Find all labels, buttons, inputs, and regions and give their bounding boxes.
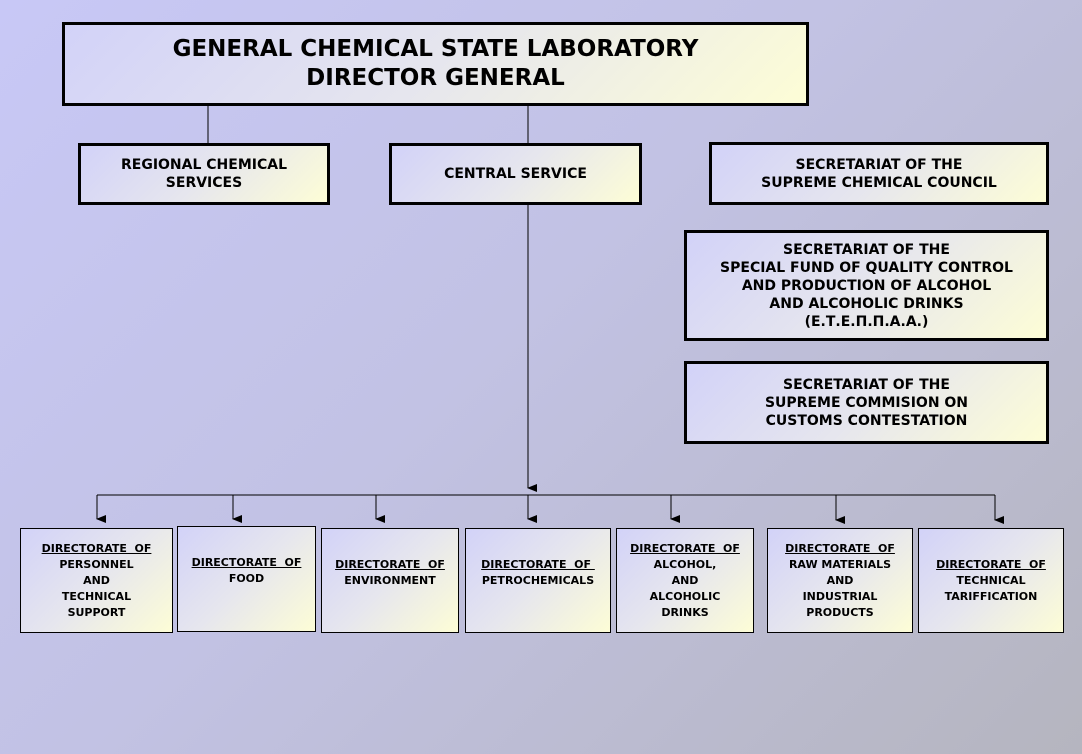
directorate-label: TECHNICAL TARIFFICATION xyxy=(945,573,1038,605)
label-line: DIRECTOR GENERAL xyxy=(306,65,565,91)
label-line: PRODUCTS xyxy=(806,606,874,619)
label-line: SUPREME CHEMICAL COUNCIL xyxy=(761,174,997,191)
director-general-box: GENERAL CHEMICAL STATE LABORATORY DIRECTO… xyxy=(62,22,809,106)
label-line: (Ε.Τ.Ε.Π.Π.Α.Α.) xyxy=(804,313,929,330)
label-line: INDUSTRIAL xyxy=(802,590,878,603)
label-line: SPECIAL FUND OF QUALITY CONTROL xyxy=(720,259,1013,276)
label-line: CENTRAL SERVICE xyxy=(444,166,587,182)
label-line: SERVICES xyxy=(165,175,243,191)
directorate-petrochemicals-box: DIRECTORATE OF PETROCHEMICALS xyxy=(465,528,611,633)
label-line: PETROCHEMICALS xyxy=(481,574,595,587)
label-line: AND ALCOHOLIC DRINKS xyxy=(769,295,964,312)
directorate-header: DIRECTORATE OF xyxy=(41,542,152,555)
label-line: TECHNICAL xyxy=(61,590,132,603)
directorate-header: DIRECTORATE OF xyxy=(785,542,895,555)
label-line: SUPREME COMMISION ON xyxy=(764,394,969,411)
directorate-environment-box: DIRECTORATE OF ENVIRONMENT xyxy=(321,528,459,633)
directorate-header: DIRECTORATE OF xyxy=(481,558,595,571)
label-line: GENERAL CHEMICAL STATE LABORATORY xyxy=(172,36,699,62)
regional-chemical-services-box: REGIONAL CHEMICAL SERVICES xyxy=(78,143,330,205)
label-line: ALCOHOLIC xyxy=(649,590,721,603)
directorate-header: DIRECTORATE OF xyxy=(630,542,740,555)
directorate-raw-materials-box: DIRECTORATE OF RAW MATERIALS AND INDUSTRIA… xyxy=(767,528,913,633)
label-line: TECHNICAL xyxy=(956,574,1026,587)
label-line: TARIFFICATION xyxy=(944,590,1038,603)
directorate-header: DIRECTORATE OF xyxy=(191,556,302,569)
directorate-food-box: DIRECTORATE OF FOOD xyxy=(177,526,316,632)
directorate-label: FOOD xyxy=(229,571,264,587)
directorate-label: PERSONNEL AND TECHNICAL SUPPORT xyxy=(59,557,133,621)
directorate-label: RAW MATERIALS AND INDUSTRIAL PRODUCTS xyxy=(789,557,891,621)
directorate-header: DIRECTORATE OF xyxy=(335,558,445,571)
directorate-header: DIRECTORATE OF xyxy=(936,558,1046,571)
label-line: RAW MATERIALS xyxy=(788,558,892,571)
label-line: SUPPORT xyxy=(67,606,126,619)
label-line: AND PRODUCTION OF ALCOHOL xyxy=(741,277,992,294)
directorate-label: PETROCHEMICALS xyxy=(482,573,594,589)
regional-label: REGIONAL CHEMICAL SERVICES xyxy=(121,156,287,192)
label-line: AND xyxy=(671,574,699,587)
label-line: CUSTOMS CONTESTATION xyxy=(765,412,968,429)
label-line: ENVIRONMENT xyxy=(344,574,436,587)
director-general-title: GENERAL CHEMICAL STATE LABORATORY DIRECTO… xyxy=(173,35,699,93)
label-line: SECRETARIAT OF THE xyxy=(783,241,950,258)
directorate-personnel-box: DIRECTORATE OF PERSONNEL AND TECHNICAL SUPP… xyxy=(20,528,173,633)
label-line: SECRETARIAT OF THE xyxy=(795,156,963,173)
central-service-box: CENTRAL SERVICE xyxy=(389,143,642,205)
label-line: PERSONNEL xyxy=(59,558,134,571)
central-label: CENTRAL SERVICE xyxy=(444,165,587,183)
directorate-label: ENVIRONMENT xyxy=(344,573,436,589)
directorate-technical-tariffication-box: DIRECTORATE OF TECHNICAL TARIFFICATION xyxy=(918,528,1064,633)
label-line: REGIONAL CHEMICAL xyxy=(120,157,288,173)
label-line: AND xyxy=(83,574,110,587)
directorate-alcohol-box: DIRECTORATE OF ALCOHOL, AND ALCOHOLIC DRINK… xyxy=(616,528,754,633)
label-line: ALCOHOL, xyxy=(653,558,717,571)
directorate-label: ALCOHOL, AND ALCOHOLIC DRINKS xyxy=(650,557,721,621)
label-line: AND xyxy=(826,574,854,587)
label-line: SECRETARIAT OF THE xyxy=(783,376,950,393)
label-line: DRINKS xyxy=(661,606,709,619)
label-line: FOOD xyxy=(228,572,265,585)
directorate-arrows xyxy=(96,495,1004,524)
